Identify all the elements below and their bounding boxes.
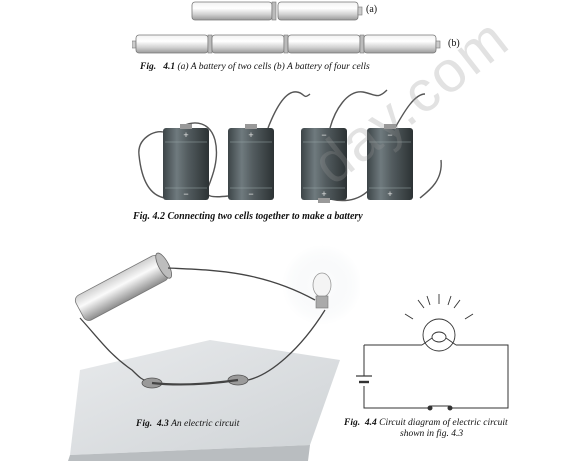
svg-text:+: + xyxy=(183,130,188,140)
fig41a-battery xyxy=(191,1,363,21)
fig43-circuit-illustration xyxy=(68,245,360,461)
switch-icon xyxy=(427,405,453,411)
fig41-label-a: (a) xyxy=(366,4,378,15)
bulb-icon xyxy=(312,272,332,309)
fig42-cells-illustration: + − + − − + − + xyxy=(138,89,442,203)
svg-text:+: + xyxy=(387,189,392,199)
svg-text:+: + xyxy=(248,130,253,140)
fig44-circuit-diagram xyxy=(356,294,509,411)
svg-text:+: + xyxy=(321,189,326,199)
fig41-caption: Fig. 4.1 (a) A battery of two cells (b) … xyxy=(140,62,370,72)
svg-text:−: − xyxy=(387,130,392,140)
svg-text:−: − xyxy=(183,189,188,199)
fig44-caption: Fig. 4.4 Circuit diagram of electric cir… xyxy=(344,418,508,439)
cell-icon xyxy=(163,124,209,200)
fig41b-battery xyxy=(132,34,441,54)
svg-text:−: − xyxy=(248,189,253,199)
battery-icon xyxy=(356,375,372,384)
bulb-icon xyxy=(404,294,474,352)
switch-icon xyxy=(141,374,249,389)
fig42-caption: Fig. 4.2 Connecting two cells together t… xyxy=(133,211,363,222)
fig41-label-b: (b) xyxy=(448,38,460,49)
svg-text:−: − xyxy=(321,130,326,140)
fig43-caption: Fig. 4.3 An electric circuit xyxy=(136,419,240,429)
